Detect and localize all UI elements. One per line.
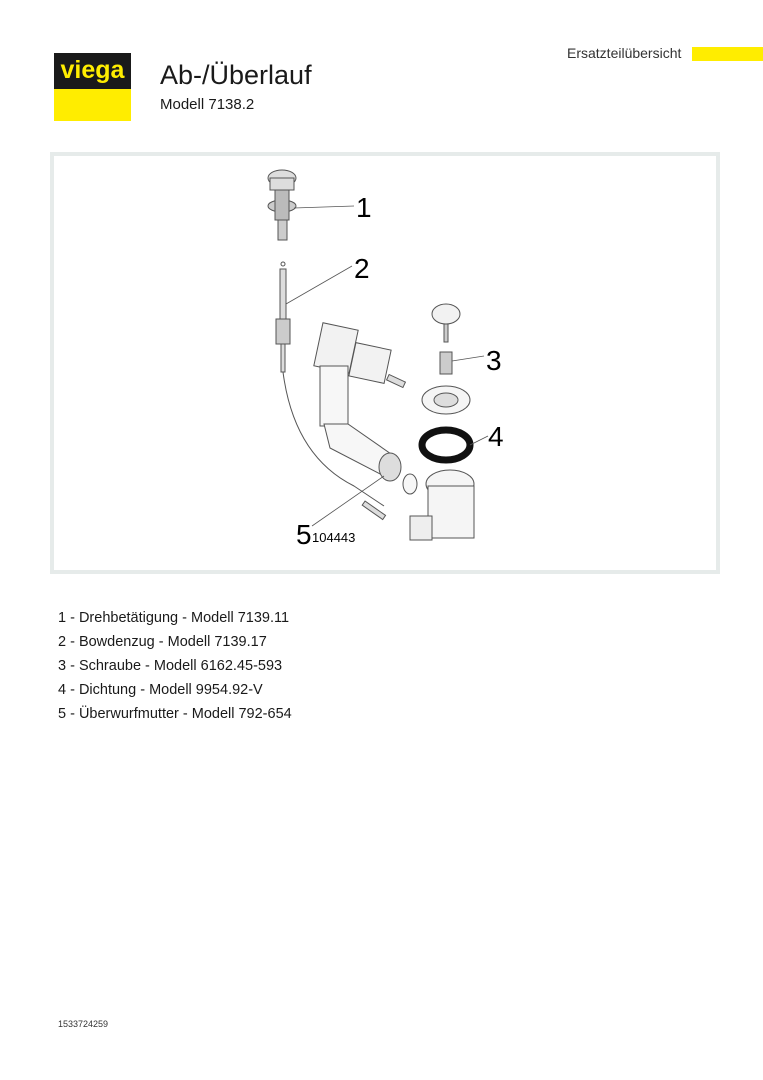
leader-line-1 — [293, 205, 355, 209]
leader-line-5 — [311, 475, 385, 527]
overflow-part — [313, 322, 407, 477]
callout-4: 4 — [488, 421, 504, 452]
viega-logo: viega — [54, 53, 131, 89]
drawing-frame — [50, 152, 720, 574]
leader-line-4 — [469, 435, 489, 446]
callout-1: 1 — [356, 192, 372, 223]
logo-yellow-block — [54, 89, 131, 121]
logo-text: viega — [60, 56, 125, 84]
union-nut-part — [378, 452, 475, 541]
parts-list-item: 4 - Dichtung - Modell 9954.92-V — [58, 682, 263, 698]
page-title: Ab-/Überlauf — [160, 60, 312, 90]
callout-3: 3 — [486, 345, 502, 376]
model-subtitle: Modell 7138.2 — [160, 96, 255, 113]
leader-line-2 — [285, 265, 353, 305]
document-type-bar — [692, 47, 763, 61]
parts-list-item: 1 - Drehbetätigung - Modell 7139.11 — [58, 610, 290, 626]
document-number: 1533724259 — [58, 1019, 109, 1029]
parts-list-item: 5 - Überwurfmutter - Modell 792-654 — [58, 706, 292, 722]
screw-part — [421, 303, 471, 415]
drawing-number: 104443 — [312, 530, 355, 545]
exploded-view-drawing: 1 2 3 4 5 104443 — [267, 169, 504, 550]
leader-line-3 — [451, 355, 485, 362]
parts-list: 1 - Drehbetätigung - Modell 7139.11 2 - … — [58, 606, 292, 726]
rotary-knob-part — [267, 169, 297, 241]
seal-part — [418, 426, 474, 464]
document-type-label: Ersatzteilübersicht — [567, 45, 682, 61]
callout-5: 5 — [296, 519, 312, 550]
parts-list-item: 3 - Schraube - Modell 6162.45-593 — [58, 658, 283, 674]
parts-list-item: 2 - Bowdenzug - Modell 7139.17 — [58, 634, 267, 650]
callout-2: 2 — [354, 253, 370, 284]
bowden-cable-part — [275, 261, 387, 521]
